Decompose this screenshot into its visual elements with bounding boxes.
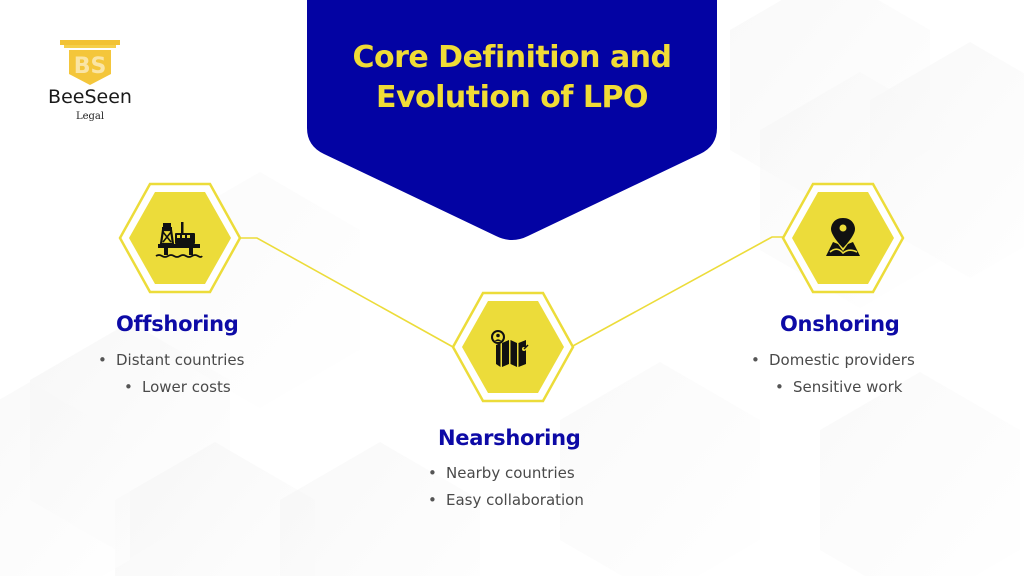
- onshoring-bullet-2: • Sensitive work: [775, 378, 902, 396]
- page-title: Core Definition and Evolution of LPO: [307, 38, 717, 118]
- onshoring-heading: Onshoring: [780, 312, 900, 336]
- bullet-text: Easy collaboration: [446, 491, 584, 509]
- oil-rig-icon: [155, 222, 203, 258]
- bullet-text: Lower costs: [142, 378, 231, 396]
- beeseen-logo-icon: BS: [60, 40, 120, 85]
- title-line-2: Evolution of LPO: [375, 80, 649, 115]
- logo-name: BeeSeen: [48, 86, 132, 108]
- bullet-icon: •: [98, 351, 107, 369]
- connector-offshoring-nearshoring: [240, 237, 454, 348]
- bullet-icon: •: [124, 378, 133, 396]
- bullet-text: Distant countries: [116, 351, 245, 369]
- bullet-icon: •: [428, 491, 437, 509]
- nearshoring-bullet-2: • Easy collaboration: [428, 491, 584, 509]
- svg-text:BS: BS: [74, 54, 107, 79]
- title-banner: [307, 0, 717, 240]
- bullet-text: Domestic providers: [769, 351, 915, 369]
- bullet-icon: •: [775, 378, 784, 396]
- offshoring-hexagon: [118, 182, 242, 294]
- bullet-icon: •: [428, 464, 437, 482]
- map-pin-icon: [826, 218, 860, 256]
- bullet-text: Sensitive work: [793, 378, 903, 396]
- offshoring-bullet-1: • Distant countries: [98, 351, 244, 369]
- bullet-text: Nearby countries: [446, 464, 575, 482]
- onshoring-hexagon: [781, 182, 905, 294]
- offshoring-bullet-2: • Lower costs: [124, 378, 231, 396]
- nearshoring-bullet-1: • Nearby countries: [428, 464, 575, 482]
- nearshoring-hexagon: [451, 291, 575, 403]
- title-line-1: Core Definition and: [352, 40, 672, 75]
- map-with-person-icon: [491, 330, 529, 367]
- offshoring-heading: Offshoring: [116, 312, 239, 336]
- logo-subtitle: Legal: [75, 111, 105, 122]
- connector-nearshoring-onshoring: [570, 236, 784, 348]
- bullet-icon: •: [751, 351, 760, 369]
- nearshoring-heading: Nearshoring: [438, 426, 581, 450]
- onshoring-bullet-1: • Domestic providers: [751, 351, 915, 369]
